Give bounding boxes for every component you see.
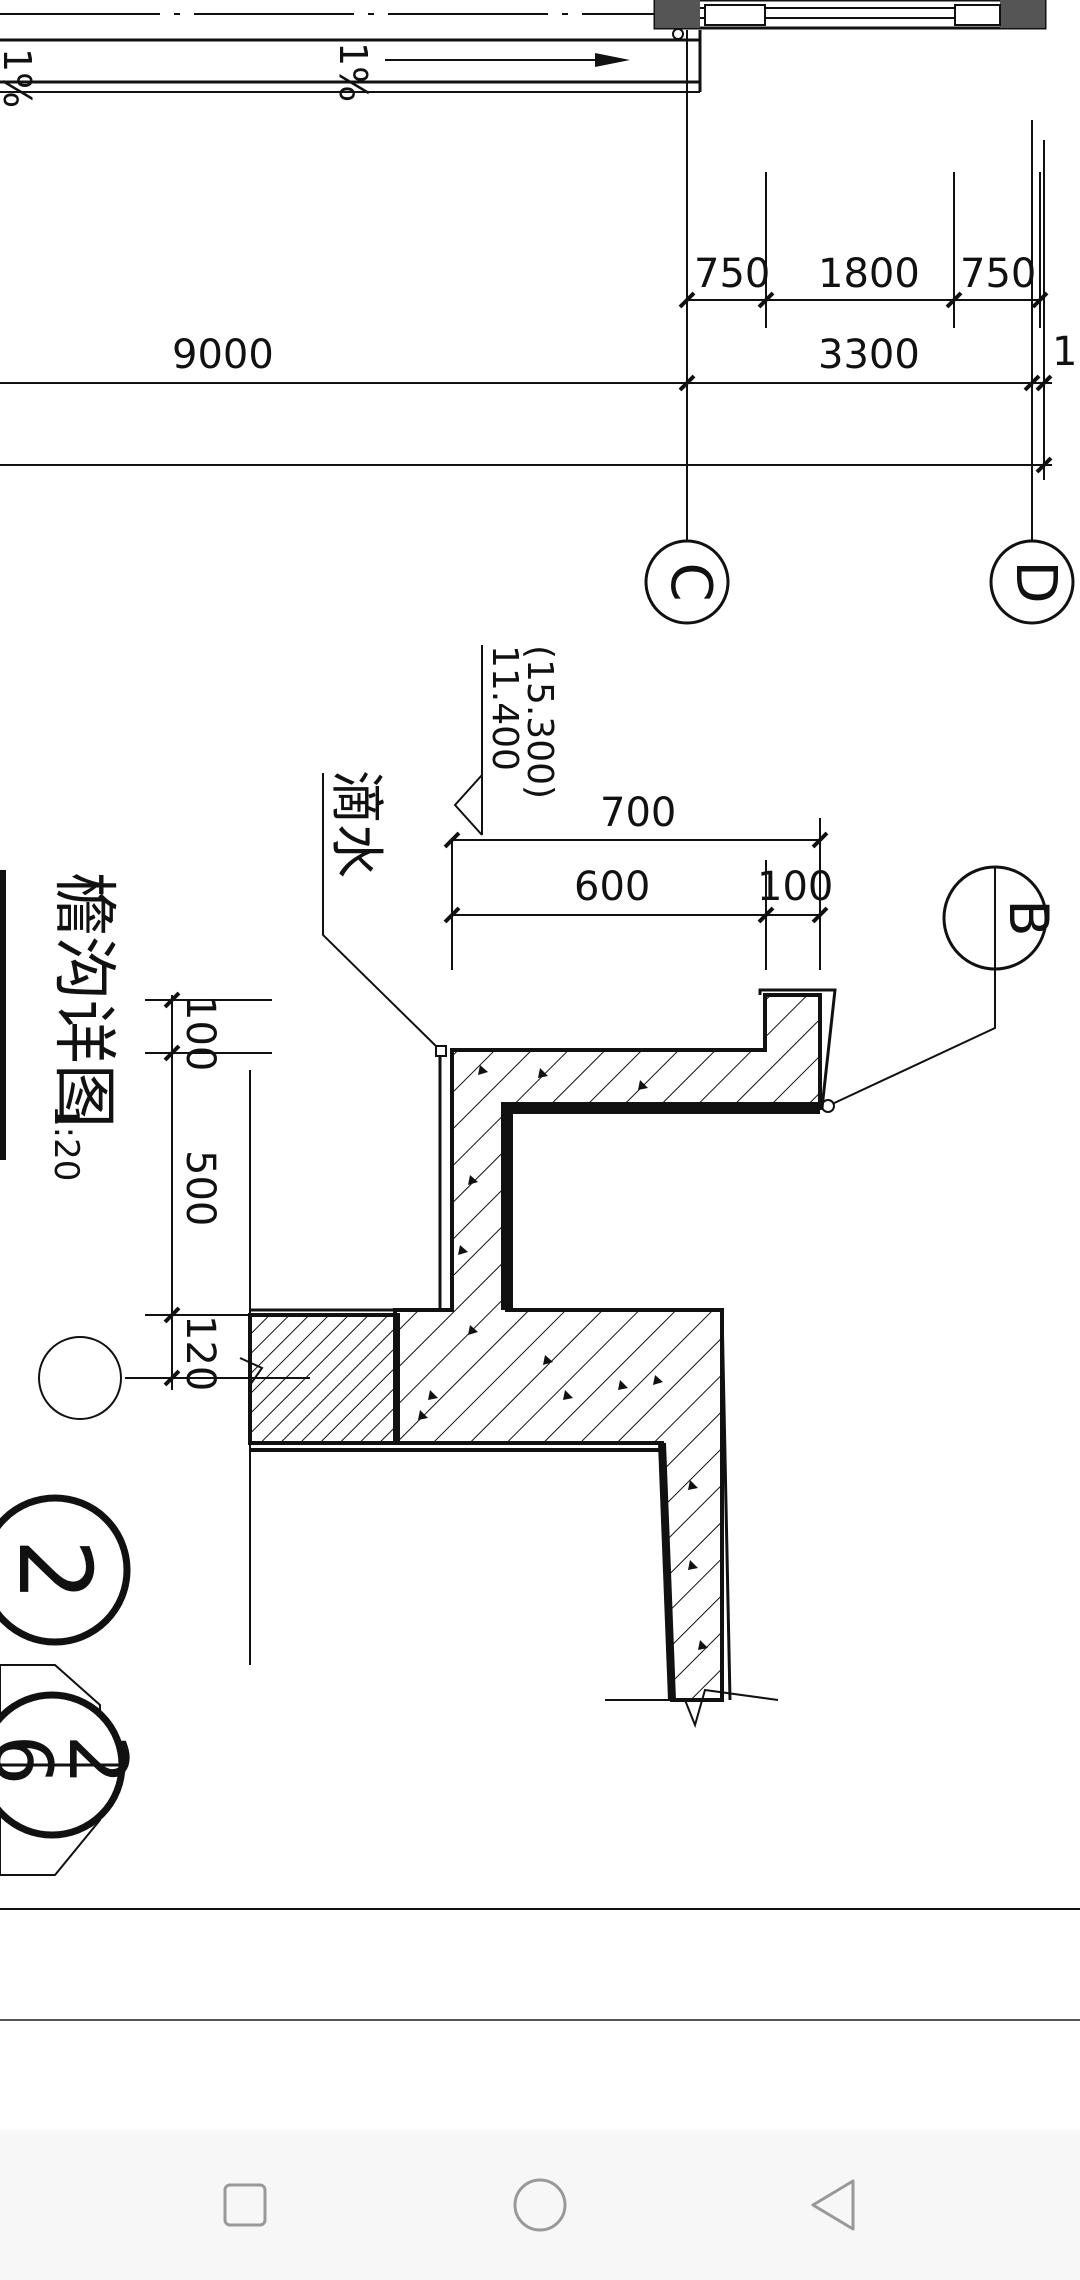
system-navigation-bar	[0, 2130, 1080, 2280]
reference-circle	[38, 1336, 122, 1420]
blank-lower-area	[0, 1910, 1080, 2020]
square-recent-apps-icon	[223, 2183, 267, 2227]
dim-100-left: 100	[177, 995, 223, 1071]
svg-text:D: D	[1003, 560, 1068, 603]
gutter-section	[248, 988, 837, 1729]
svg-text:B: B	[997, 899, 1060, 936]
axis-bubble-d: D	[989, 539, 1075, 625]
dim-9000: 9000	[172, 332, 274, 378]
elevation-upper: (15.300)	[519, 645, 560, 799]
slope-label-left: 1%	[0, 48, 39, 108]
svg-text:2: 2	[0, 1538, 113, 1602]
dim-600: 600	[574, 864, 650, 910]
elevation-lower: 11.400	[484, 645, 525, 771]
detail-title: 檐沟详图	[46, 872, 120, 1128]
dim-12-cut: 12	[1052, 329, 1080, 375]
svg-text:2: 2	[51, 1735, 144, 1786]
axis-bubble-c: C	[644, 539, 730, 625]
detail-ref-2: 2	[0, 1494, 131, 1646]
dimension-chain-top	[678, 172, 1049, 328]
recent-apps-button[interactable]	[190, 2160, 300, 2250]
top-border	[0, 0, 1047, 93]
dim-750-left: 750	[694, 251, 770, 297]
drip-leader	[322, 773, 441, 1051]
dim-750-right: 750	[960, 251, 1036, 297]
detail-dimensions	[443, 818, 829, 970]
drip-note: 滴水	[325, 770, 388, 878]
title-underline	[0, 870, 6, 1160]
dimension-chain-span	[0, 140, 1053, 480]
triangle-back-icon	[811, 2179, 855, 2231]
lower-separator	[0, 2019, 1080, 2021]
cad-drawing: 1% 1% 750 1800 750 9000 3300 12 C D	[0, 0, 1080, 1910]
dim-700: 700	[600, 790, 676, 836]
svg-text:C: C	[658, 562, 723, 601]
detail-scale: 1:20	[46, 1105, 86, 1181]
back-button[interactable]	[778, 2160, 888, 2250]
dim-100-top: 100	[757, 864, 833, 910]
slope-arrow-head	[595, 53, 630, 67]
dim-120: 120	[177, 1315, 223, 1391]
detail-ref-2-6: 2 6	[0, 1664, 144, 1876]
circle-home-icon	[513, 2178, 567, 2232]
axis-bubble-b: B	[821, 865, 1060, 1113]
dim-3300: 3300	[818, 332, 920, 378]
elevation-marker	[453, 645, 483, 836]
left-dimensions	[125, 991, 310, 1390]
home-button[interactable]	[485, 2160, 595, 2250]
dim-500: 500	[177, 1150, 223, 1226]
slope-label-right: 1%	[331, 42, 375, 102]
dim-1800: 1800	[818, 251, 920, 297]
drawing-bottom-border	[0, 1908, 1080, 1910]
svg-text:6: 6	[0, 1735, 69, 1786]
